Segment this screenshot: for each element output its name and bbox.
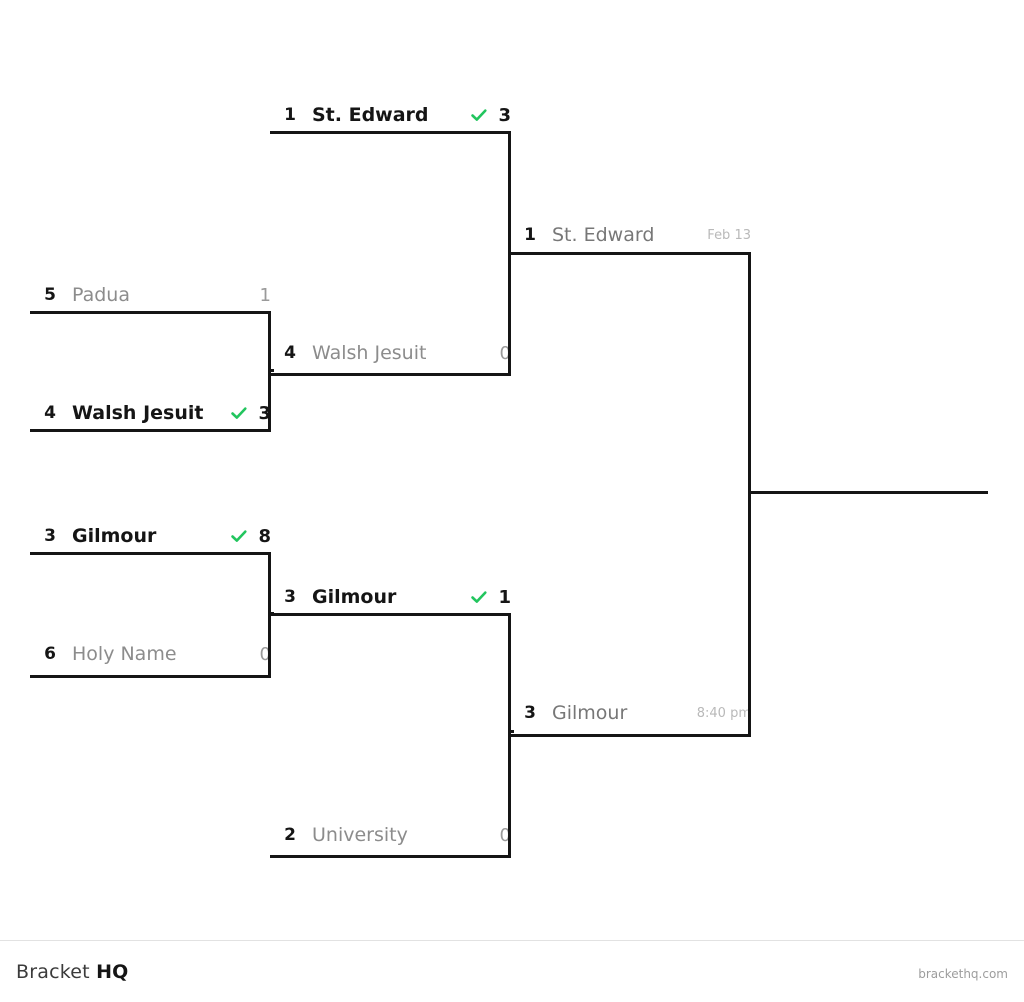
team-result: 0 [471,825,511,846]
team-row[interactable]: 1 St. Edward 3 [270,98,511,132]
team-score: 1 [498,586,511,608]
team-score: 3 [258,402,271,424]
match-time: 8:40 pm [696,705,751,721]
team-name: Gilmour [552,702,628,724]
team-score: 0 [259,643,271,665]
match-time: Feb 13 [707,227,751,243]
team-row[interactable]: 1 St. Edward Feb 13 [510,218,751,252]
bracket-line-stub [508,730,514,733]
team-name: Walsh Jesuit [312,342,427,364]
team-name: Padua [72,284,130,306]
team-score: 0 [499,342,511,364]
team-seed: 3 [524,703,536,723]
bracket-line-bottom [270,373,511,376]
bracket-line-top [270,131,511,134]
team-seed: 4 [284,343,296,363]
team-result: 8:40 pm [697,706,751,721]
team-name: St. Edward [312,104,429,126]
team-row[interactable]: 3 Gilmour 8 [30,519,271,553]
bracket-line-top [30,552,271,555]
bracket-line-bottom [270,855,511,858]
team-name: St. Edward [552,224,655,246]
team-score: 3 [498,104,511,126]
winner-check-icon [470,106,488,124]
winner-check-icon [230,404,248,422]
team-seed: 3 [44,526,56,546]
bracket-line-bottom [30,675,271,678]
footer-url: brackethq.com [918,967,1008,981]
team-name: Gilmour [72,525,157,547]
bracket-line-stub [268,369,274,372]
bracket-line-bottom [510,734,751,737]
team-row[interactable]: 5 Padua 1 [30,278,271,312]
team-row[interactable]: 4 Walsh Jesuit 0 [270,336,511,370]
footer-brand: Bracket HQ [16,961,129,983]
team-seed: 4 [44,403,56,423]
team-result: 1 [470,587,511,608]
bracket-line-bottom [30,429,271,432]
bracket-line-connector [748,252,751,737]
bracket-canvas: 5 Padua 1 4 Walsh Jesuit 3 3 Gilmour 8 [30,98,988,858]
footer: Bracket HQ brackethq.com [0,940,1024,1002]
team-seed: 1 [524,225,536,245]
team-score: 8 [258,525,271,547]
winner-check-icon [230,527,248,545]
team-row[interactable]: 3 Gilmour 8:40 pm [510,696,751,730]
team-result: 0 [471,343,511,364]
team-result: Feb 13 [707,228,751,243]
footer-brand-bold: HQ [96,961,129,983]
team-name: Gilmour [312,586,397,608]
bracket-line-final-stub [748,491,988,494]
bracket-line-connector [268,552,271,678]
team-row[interactable]: 4 Walsh Jesuit 3 [30,396,271,430]
team-seed: 1 [284,105,296,125]
team-seed: 5 [44,285,56,305]
bracket-line-top [270,613,511,616]
team-row[interactable]: 3 Gilmour 1 [270,580,511,614]
footer-brand-light: Bracket [16,961,90,983]
team-result: 0 [231,644,271,665]
team-name: Holy Name [72,643,177,665]
bracket-line-top [30,311,271,314]
team-seed: 6 [44,644,56,664]
team-seed: 3 [284,587,296,607]
bracket-line-connector [508,613,511,858]
team-result: 1 [231,285,271,306]
team-row[interactable]: 6 Holy Name 0 [30,637,271,671]
team-seed: 2 [284,825,296,845]
team-result: 3 [230,403,271,424]
winner-check-icon [470,588,488,606]
team-score: 0 [499,824,511,846]
team-row[interactable]: 2 University 0 [270,818,511,852]
team-name: University [312,824,408,846]
team-score: 1 [259,284,271,306]
bracket-line-top [510,252,751,255]
team-name: Walsh Jesuit [72,402,204,424]
team-result: 8 [230,526,271,547]
team-result: 3 [470,105,511,126]
